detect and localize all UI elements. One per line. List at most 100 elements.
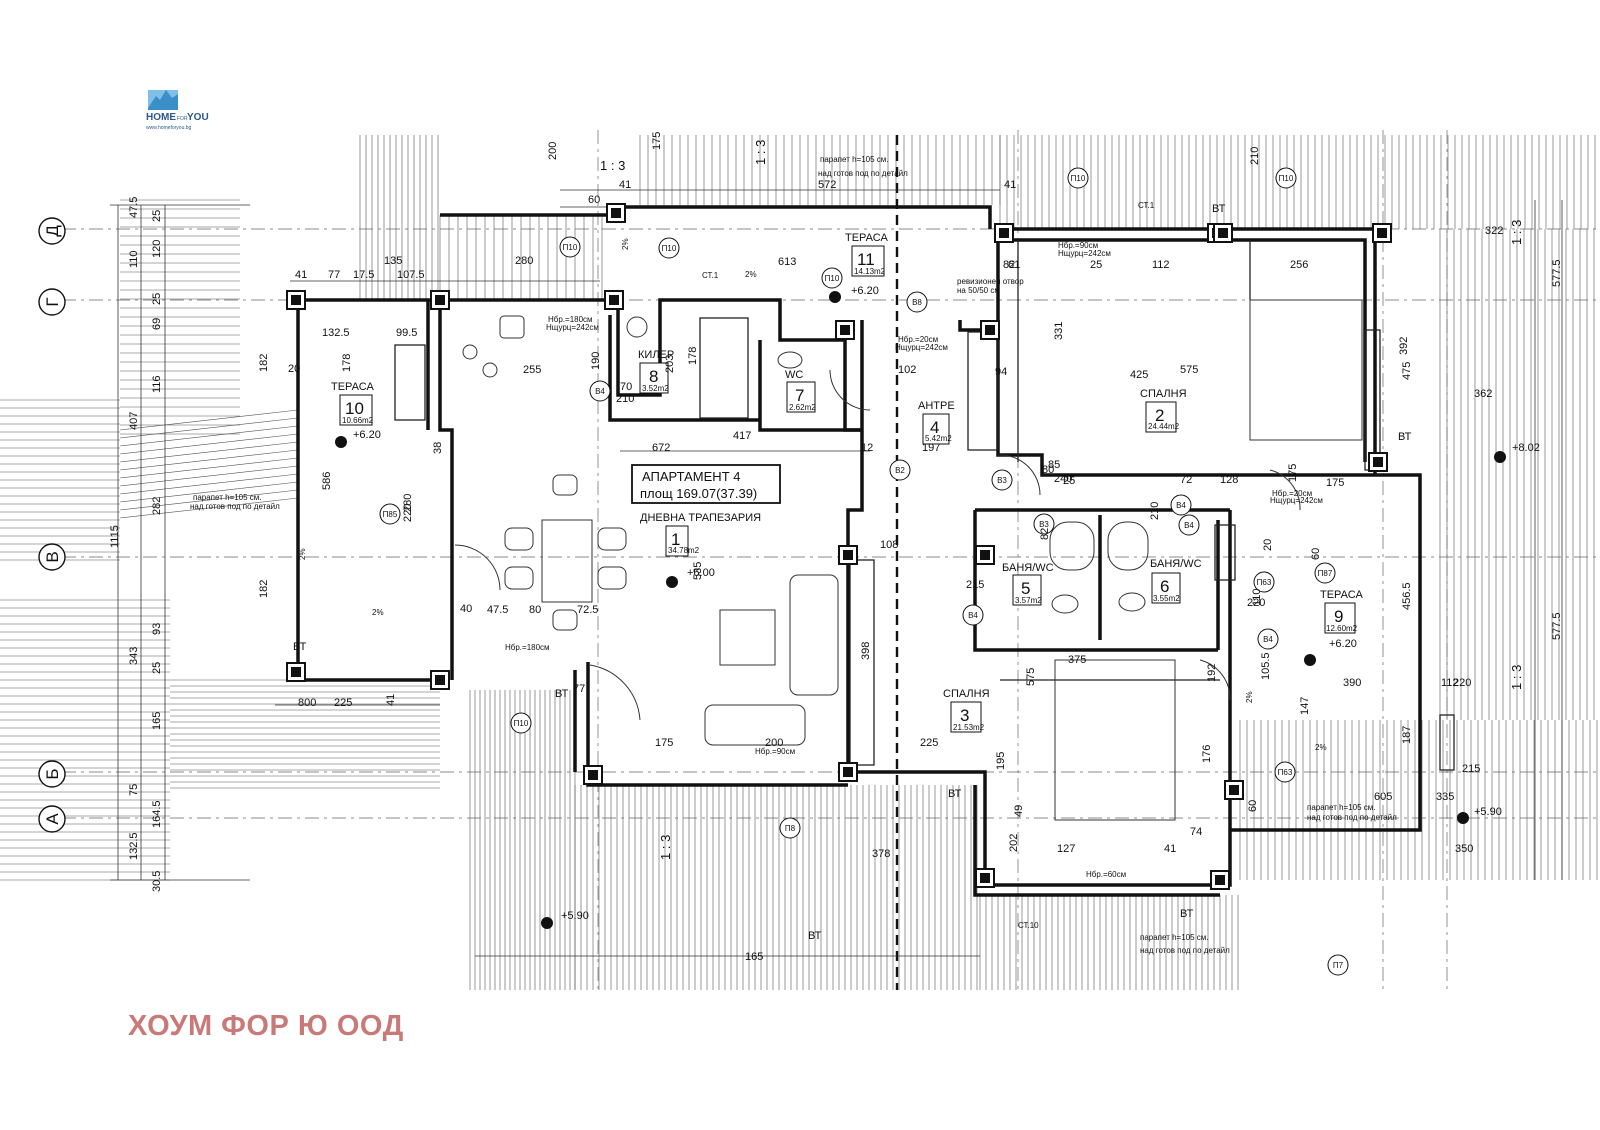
logo-url: www.homeforyou.bg — [146, 125, 192, 131]
apartment-title: АПАРТАМЕНТ 4 — [642, 469, 740, 484]
apartment-title-block: АПАРТАМЕНТ 4 площ 169.07(37.39) — [631, 464, 781, 504]
svg-text:1 : 3: 1 : 3 — [600, 158, 625, 173]
svg-text:П87: П87 — [1318, 569, 1333, 578]
dimension-value: 456.5 — [1401, 582, 1413, 610]
dimension-value: 47.5 — [487, 604, 508, 616]
svg-text:4: 4 — [930, 418, 939, 437]
level-marks: +6.20 +6.20 +6.20 +6.00 +8.02 +5.90 +5.9… — [335, 285, 1540, 929]
room-9-label: ТЕРАСА 9 12.60m2 — [1320, 589, 1363, 634]
dimension-value: 82 — [1003, 259, 1015, 271]
column — [286, 662, 306, 682]
dimension-value: 586 — [321, 472, 333, 490]
svg-text:Нщурц=242см: Нщурц=242см — [546, 323, 599, 332]
dimension-value: 577.5 — [1551, 612, 1563, 640]
logo-brand-for: FOR — [177, 116, 188, 122]
svg-text:2%: 2% — [745, 270, 757, 279]
svg-text:Нбр.=90см: Нбр.=90см — [755, 747, 795, 756]
svg-text:над готов под по детайл: над готов под по детайл — [818, 169, 908, 178]
dimension-value: 535 — [692, 562, 704, 580]
dimension-value: 25 — [1090, 259, 1102, 271]
svg-text:П10: П10 — [662, 244, 677, 253]
dimension-value: 378 — [872, 848, 890, 860]
svg-text:СПАЛНЯ: СПАЛНЯ — [1140, 388, 1187, 400]
dimension-value: 30.5 — [151, 871, 163, 892]
column — [286, 290, 306, 310]
dimension-value: 195 — [995, 752, 1007, 770]
level-mark: +6.20 — [829, 285, 879, 303]
svg-text:10: 10 — [345, 399, 364, 418]
dimension-value: 93 — [151, 623, 163, 635]
svg-text:П10: П10 — [825, 274, 840, 283]
room-3-label: СПАЛНЯ 3 21.53m2 — [943, 688, 990, 733]
svg-text:БАНЯ/WC: БАНЯ/WC — [1150, 558, 1202, 570]
svg-text:В3: В3 — [997, 476, 1007, 485]
dimension-value: 127 — [1057, 843, 1075, 855]
dimension-value: 220 — [1453, 677, 1471, 689]
svg-text:ВТ: ВТ — [1180, 908, 1194, 920]
dimension-value: 182 — [258, 580, 270, 598]
svg-text:+8.02: +8.02 — [1512, 442, 1540, 454]
svg-text:В8: В8 — [912, 298, 922, 307]
svg-text:WC: WC — [785, 369, 803, 381]
svg-text:ТЕРАСА: ТЕРАСА — [845, 232, 888, 244]
dimension-value: 20 — [288, 363, 300, 375]
svg-text:+5.90: +5.90 — [1474, 806, 1502, 818]
dimension-value: 116 — [151, 375, 163, 393]
dimension-value: 572 — [818, 179, 836, 191]
dimension-value: 132.5 — [128, 832, 140, 860]
dimension-value: 25 — [151, 293, 163, 305]
svg-text:Нщурц=242см: Нщурц=242см — [1270, 496, 1323, 505]
room-5-label: БАНЯ/WC 5 3.57m2 — [1002, 562, 1054, 606]
svg-text:10.66m2: 10.66m2 — [342, 416, 374, 425]
element-tag: В8 — [906, 291, 928, 313]
dimension-value: 60 — [1310, 548, 1322, 560]
scale-notes: 1 : 3 1 : 3 1 : 3 1 : 3 1 : 3 2% 2% 2% 2… — [298, 140, 1524, 860]
dimension-value: 41 — [1004, 179, 1016, 191]
svg-text:ревизионен отвор: ревизионен отвор — [957, 277, 1024, 286]
element-tag: В4 — [1178, 514, 1200, 536]
room-10-label: ТЕРАСА 10 10.66m2 — [331, 381, 374, 426]
svg-text:ВТ: ВТ — [948, 788, 962, 800]
svg-text:21.53m2: 21.53m2 — [953, 723, 985, 732]
svg-text:ВТ: ВТ — [293, 641, 307, 653]
svg-text:3.55m2: 3.55m2 — [1153, 594, 1180, 603]
svg-text:24.44m2: 24.44m2 — [1148, 422, 1180, 431]
room-1-label: ДНЕВНА ТРАПЕЗАРИЯ 1 34.78m2 — [640, 512, 761, 557]
dimension-value: 210 — [1149, 502, 1161, 520]
svg-text:ТЕРАСА: ТЕРАСА — [1320, 589, 1363, 601]
svg-text:Нбр.=20см: Нбр.=20см — [898, 335, 938, 344]
dimension-value: 25 — [1063, 475, 1075, 487]
svg-text:над готов под по детайл: над готов под по детайл — [1307, 813, 1397, 822]
parapet-notes: парапет h=105 см. над готов под по детай… — [190, 155, 1397, 955]
svg-text:над готов под по детайл: над готов под по детайл — [1140, 946, 1230, 955]
svg-text:парапет h=105 см.: парапет h=105 см. — [820, 155, 889, 164]
dimension-value: 61 — [1008, 259, 1020, 271]
svg-text:ТЕРАСА: ТЕРАСА — [331, 381, 374, 393]
dimension-value: 425 — [1130, 369, 1148, 381]
svg-text:12.60m2: 12.60m2 — [1326, 624, 1358, 633]
room-labels: ДНЕВНА ТРАПЕЗАРИЯ 1 34.78m2 СПАЛНЯ 2 24.… — [331, 232, 1363, 733]
element-tag: П63 — [1274, 761, 1296, 783]
level-mark: +6.20 — [1304, 638, 1357, 666]
dimension-value: 105.5 — [1260, 652, 1272, 680]
column — [1210, 870, 1230, 890]
dimension-value: 41 — [295, 269, 307, 281]
element-tag: В3 — [991, 469, 1013, 491]
element-tag: П85 — [379, 503, 401, 525]
svg-text:+5.90: +5.90 — [561, 910, 589, 922]
svg-text:А: А — [43, 813, 62, 825]
dimension-value: 132.5 — [322, 327, 350, 339]
svg-text:П10: П10 — [514, 719, 529, 728]
svg-text:1: 1 — [671, 530, 680, 549]
dimension-value: 12 — [861, 442, 873, 454]
dimension-value: 72.5 — [577, 604, 598, 616]
dimension-value: 220 — [402, 504, 414, 522]
svg-text:Нщурц=242см: Нщурц=242см — [1058, 249, 1111, 258]
dimension-value: 80 — [1042, 464, 1054, 476]
svg-text:В4: В4 — [968, 611, 978, 620]
svg-text:В: В — [43, 551, 62, 562]
dimension-value: 215 — [1462, 763, 1480, 775]
svg-text:Нбр.=180см: Нбр.=180см — [505, 643, 550, 652]
svg-text:9: 9 — [1334, 607, 1343, 626]
dimension-value: 70 — [620, 381, 632, 393]
